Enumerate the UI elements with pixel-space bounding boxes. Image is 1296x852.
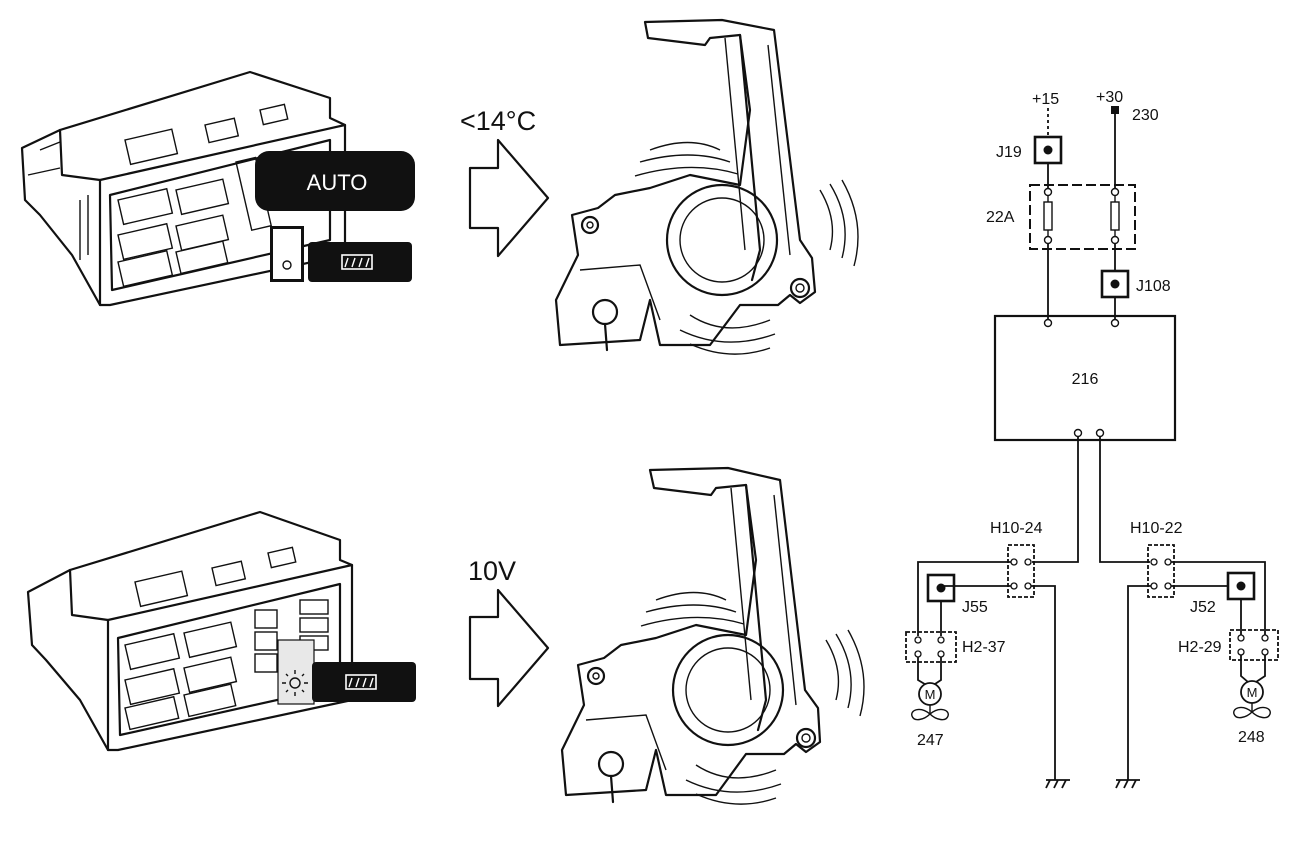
ground-icon [1115, 779, 1140, 789]
climate-panel-top [20, 70, 347, 307]
control-module-216 [993, 314, 1177, 442]
rear-defrost-button-bottom[interactable] [277, 639, 416, 705]
j19-label: J19 [996, 144, 1022, 161]
arrow-bottom-icon [468, 588, 550, 708]
supply-15-label: +15 [1032, 91, 1059, 108]
auto-button[interactable]: AUTO [255, 151, 415, 211]
wiring-schematic: +15 +30 230 J19 22A J108 21 [905, 89, 1279, 789]
motor-symbol-248: M [1247, 685, 1258, 700]
node-230-terminal [1111, 106, 1119, 114]
fan-247-label: 247 [917, 732, 944, 749]
voltage-label: 10V [468, 556, 516, 586]
fan-248-label: 248 [1238, 729, 1265, 746]
h2-37-label: H2-37 [962, 639, 1006, 656]
h10-24-label: H10-24 [990, 520, 1043, 537]
rear-defrost-icon [345, 674, 377, 690]
j108-label: J108 [1136, 278, 1171, 295]
j52-label: J52 [1190, 599, 1216, 616]
connector-h2-29 [1229, 629, 1279, 661]
indicator-button-top[interactable] [270, 226, 304, 282]
rear-defrost-icon [341, 254, 373, 270]
seat-fan-assembly-bottom [560, 466, 865, 805]
node-230-label: 230 [1132, 107, 1159, 124]
h2-29-label: H2-29 [1178, 639, 1222, 656]
supply-30-label: +30 [1096, 89, 1123, 106]
module-label: 216 [1072, 371, 1099, 388]
seat-fan-assembly-top [554, 18, 859, 355]
arrow-top-icon [468, 138, 550, 258]
fuse-1 [1043, 201, 1053, 231]
auto-button-label: AUTO [307, 170, 368, 195]
fan-blade-icon [1233, 703, 1271, 719]
h10-22-label: H10-22 [1130, 520, 1183, 537]
connector-h2-37 [905, 631, 957, 663]
temperature-threshold-label: <14°C [460, 106, 536, 136]
connector-h10-22 [1147, 544, 1175, 598]
rear-defrost-button-top[interactable] [308, 242, 412, 282]
fuse-box-label: 22A [986, 209, 1015, 226]
lit-indicator-icon [282, 670, 308, 696]
motor-symbol-247: M [925, 687, 936, 702]
j55-label: J55 [962, 599, 988, 616]
fuse-2 [1110, 201, 1120, 231]
ground-icon [1045, 779, 1070, 789]
climate-panel-bottom [26, 510, 354, 752]
connector-h10-24 [1007, 544, 1035, 598]
fan-blade-icon [911, 705, 949, 721]
